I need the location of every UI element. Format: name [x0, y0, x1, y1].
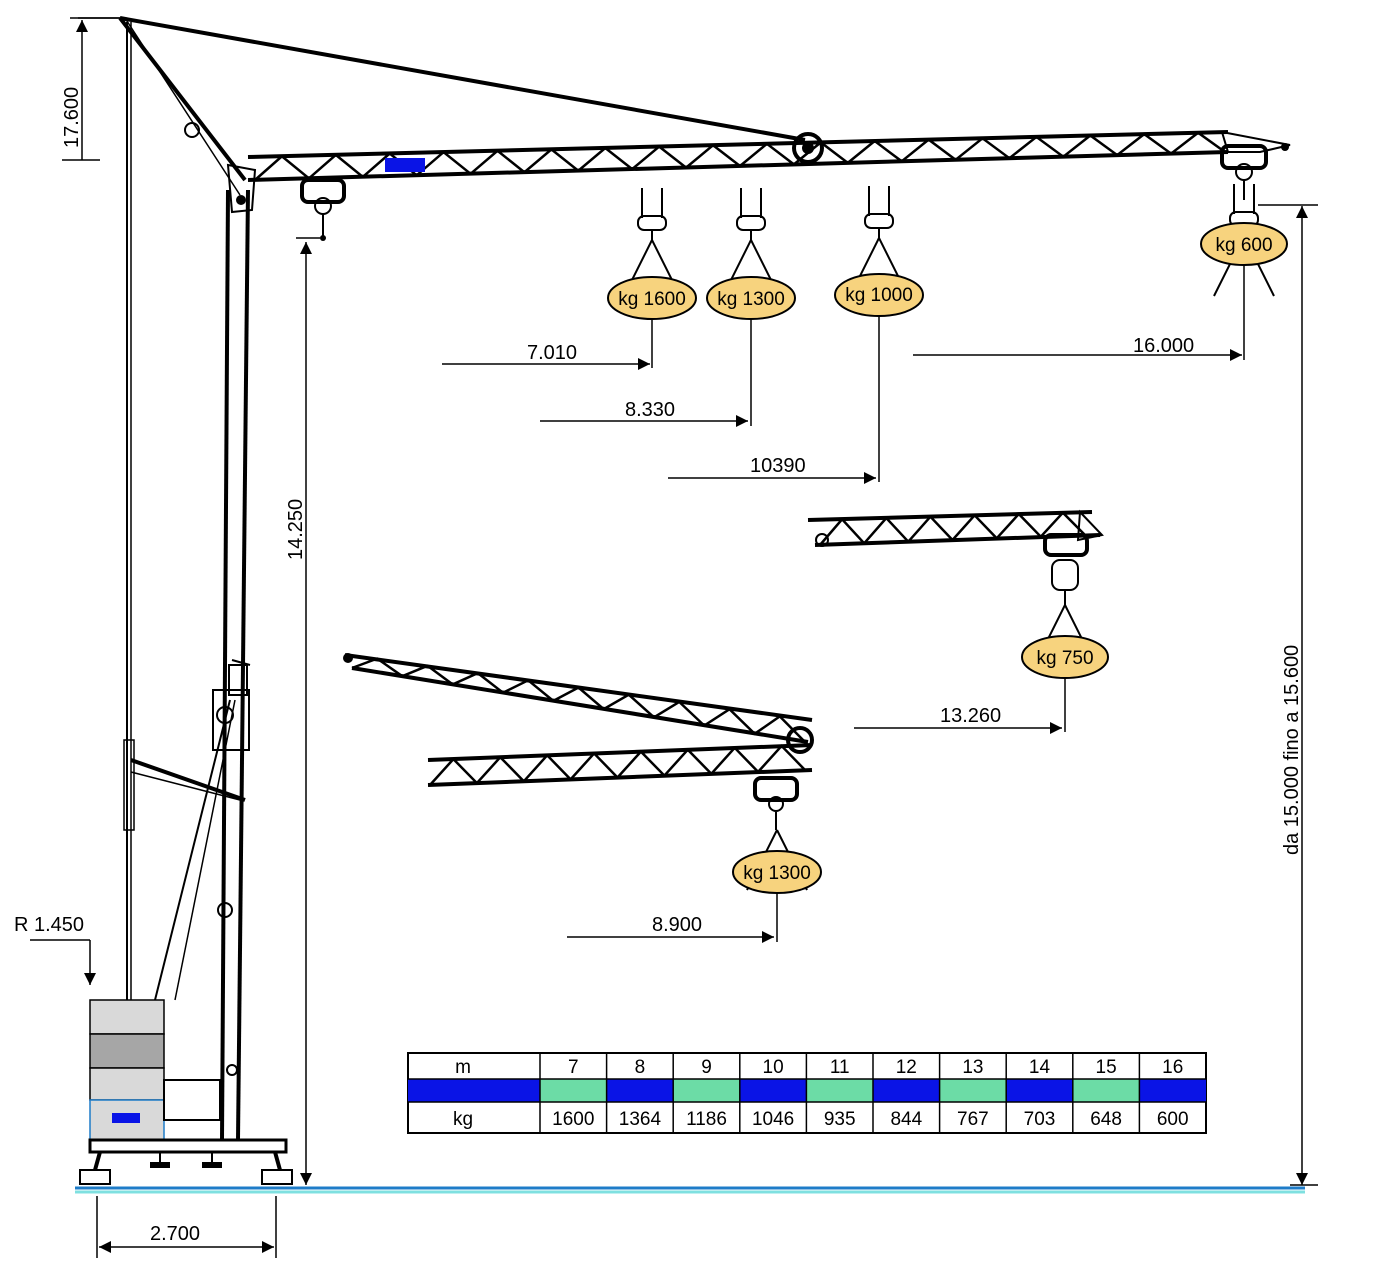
- table-band-cell: [739, 1079, 807, 1102]
- brand-logo: [385, 158, 425, 172]
- dim-label: 16.000: [1133, 335, 1194, 357]
- table-band-cell: [1072, 1079, 1140, 1102]
- table-cell-m: 10: [763, 1057, 784, 1078]
- table-band-cell: [1006, 1079, 1073, 1102]
- load-750: kg 750: [1021, 635, 1109, 679]
- load-label: kg 750: [1036, 648, 1093, 669]
- trolley-near-mast: [300, 178, 346, 241]
- table-band-cell: [939, 1079, 1007, 1102]
- load-label: kg 1600: [618, 289, 686, 310]
- table-cell-m: 14: [1029, 1057, 1051, 1078]
- table-row-label-m: m: [455, 1057, 471, 1078]
- folded-jib-lower: [343, 653, 814, 830]
- load-table: m kg 7 1600 8 1364 9 1186 10 1046 11 935 12 844 13 76…: [407, 1052, 1207, 1134]
- load-1000: kg 1000: [834, 273, 924, 317]
- dim-label: 10390: [750, 455, 806, 477]
- dim-label: R 1.450: [14, 914, 84, 936]
- table-cell-m: 11: [830, 1057, 850, 1078]
- table-cell-m: 16: [1162, 1057, 1183, 1078]
- table-cell-m: 15: [1096, 1057, 1117, 1078]
- table-cell-kg: 648: [1090, 1109, 1122, 1130]
- crane-mast: [118, 16, 257, 1141]
- table-band-cell: [673, 1079, 740, 1102]
- dim-radius-16000: 16.000: [913, 264, 1245, 361]
- table-cell-m: 13: [962, 1057, 983, 1078]
- dim-radius-8900: 8.900: [567, 893, 778, 943]
- dim-radius-7010: 7.010: [442, 318, 653, 370]
- load-label: kg 1300: [717, 289, 785, 310]
- dim-label: 13.260: [940, 705, 1001, 727]
- ballast-block: [89, 999, 165, 1035]
- load-600: kg 600: [1200, 222, 1288, 266]
- table-row-label-kg: kg: [453, 1109, 473, 1130]
- crane-base: [79, 999, 293, 1185]
- load-1300-low: kg 1300: [732, 850, 822, 894]
- table-cell-kg: 1600: [552, 1109, 594, 1130]
- dim-label: 8.900: [652, 914, 702, 936]
- table-cell-kg: 600: [1157, 1109, 1189, 1130]
- load-label: kg 1300: [743, 863, 811, 884]
- load-label: kg 600: [1215, 235, 1272, 256]
- ballast-block: [89, 1033, 165, 1069]
- table-cell-kg: 703: [1024, 1109, 1056, 1130]
- trolley-tip: [1220, 144, 1268, 200]
- table-band-cell: [1139, 1079, 1206, 1102]
- dim-radius-10390: 10390: [668, 316, 880, 484]
- table-cell-m: 7: [568, 1057, 579, 1078]
- dim-label: 14.250: [285, 499, 307, 560]
- top-tie-cable: [78, 16, 806, 142]
- dim-label: 7.010: [527, 342, 577, 364]
- dim-height-range: da 15.000 fino a 15.600: [1258, 204, 1318, 1186]
- table-band-cell: [806, 1079, 873, 1102]
- dim-label: 8.330: [625, 399, 675, 421]
- table-band-cell: [873, 1079, 940, 1102]
- table-band-cell: [540, 1079, 607, 1102]
- dim-radius-8330: 8.330: [540, 318, 752, 427]
- load-1600: kg 1600: [607, 276, 697, 320]
- main-jib: [247, 130, 1291, 182]
- dim-label: da 15.000 fino a 15.600: [1281, 645, 1303, 855]
- table-cell-kg: 767: [957, 1109, 989, 1130]
- dim-height-top: 17.600: [61, 17, 125, 161]
- table-cell-m: 8: [635, 1057, 646, 1078]
- folded-jib-upper: [807, 509, 1104, 605]
- table-cell-kg: 844: [890, 1109, 922, 1130]
- ground-line: [75, 1186, 1305, 1194]
- dim-height-hook: 14.250: [285, 237, 320, 1185]
- table-cell-kg: 1364: [619, 1109, 662, 1130]
- dim-radius-13260: 13.260: [854, 678, 1066, 734]
- dim-label: 17.600: [61, 87, 83, 148]
- dim-radius: R 1.450: [14, 914, 96, 985]
- table-cell-m: 12: [896, 1057, 917, 1078]
- table-cell-kg: 935: [824, 1109, 856, 1130]
- table-cell-m: 9: [701, 1057, 712, 1078]
- dim-label: 2.700: [150, 1223, 200, 1245]
- ballast-block: [89, 1067, 165, 1101]
- load-1300: kg 1300: [706, 276, 796, 320]
- table-cell-kg: 1046: [752, 1109, 794, 1130]
- table-cell-kg: 1186: [686, 1109, 727, 1130]
- load-label: kg 1000: [845, 285, 913, 306]
- table-band-cell: [606, 1079, 674, 1102]
- dim-base: 2.700: [96, 1196, 277, 1258]
